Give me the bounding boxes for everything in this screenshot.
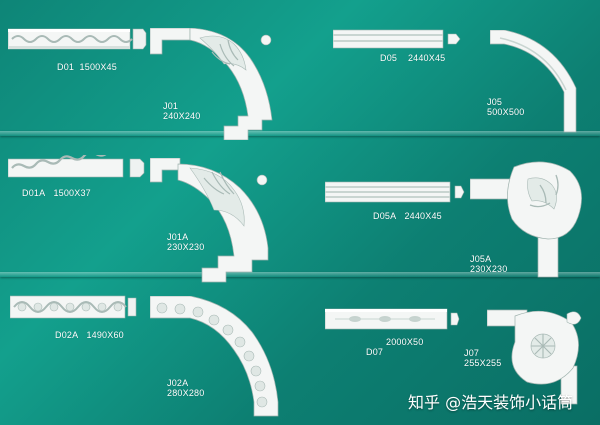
product-code: J05A: [470, 254, 492, 264]
d02a-molding-strip: [10, 294, 140, 322]
j07-label: J07 255X255: [464, 348, 501, 368]
d01a-label: D01A 1500X37: [22, 188, 91, 198]
product-code: J05: [487, 97, 503, 107]
product-code: D07: [366, 347, 384, 357]
watermark-text: 知乎 @浩天装饰小话筒: [408, 393, 574, 412]
d05-label: D05 2440X45: [380, 53, 445, 63]
d07-molding-strip: [325, 307, 460, 333]
product-size: 230X230: [470, 264, 508, 274]
product-code: D05A: [373, 211, 397, 221]
d05a-molding-strip: [325, 180, 465, 206]
d02a-label: D02A 1490X60: [55, 330, 124, 340]
product-size: 240X240: [163, 111, 201, 121]
j02a-label: J02A 280X280: [167, 378, 204, 398]
product-size: 2440X45: [407, 53, 446, 63]
shelf-divider: [0, 272, 600, 277]
product-size: 500X500: [487, 107, 525, 117]
d01-molding-strip: [8, 27, 148, 53]
j01-label: J01 240X240: [163, 101, 200, 121]
product-code: J01A: [167, 232, 189, 242]
product-size: 280X280: [167, 388, 205, 398]
j05a-corner-piece: [470, 155, 585, 280]
j05-corner-piece: [490, 30, 585, 135]
d05-molding-strip: [333, 28, 463, 52]
d07-code-label: D07: [366, 347, 383, 357]
d07-size-label: 2000X50: [386, 337, 423, 347]
product-size: 1500X37: [53, 188, 91, 198]
product-code: D05: [380, 53, 398, 63]
j07-corner-piece: [487, 306, 587, 406]
shelf-divider: [0, 131, 600, 136]
product-size: 1500X45: [79, 62, 117, 72]
product-code: J02A: [167, 378, 189, 388]
d01a-molding-strip: [8, 155, 148, 183]
j05a-label: J05A 230X230: [470, 254, 507, 274]
j02a-corner-piece: [150, 296, 285, 421]
d05a-label: D05A 2440X45: [373, 211, 442, 221]
product-size: 255X255: [464, 358, 502, 368]
j01a-corner-piece: [150, 158, 275, 283]
product-code: J07: [464, 348, 480, 358]
d01-label: D01 1500X45: [57, 62, 117, 72]
product-code: J01: [163, 101, 179, 111]
product-size: 1490X60: [86, 330, 124, 340]
product-code: D01A: [22, 188, 46, 198]
product-size: 2000X50: [386, 337, 424, 347]
product-code: D01: [57, 62, 75, 72]
product-size: 230X230: [167, 242, 205, 252]
product-code: D02A: [55, 330, 79, 340]
j01-corner-piece: [150, 28, 278, 140]
j01a-label: J01A 230X230: [167, 232, 204, 252]
product-size: 2440X45: [404, 211, 442, 221]
j05-label: J05 500X500: [487, 97, 524, 117]
